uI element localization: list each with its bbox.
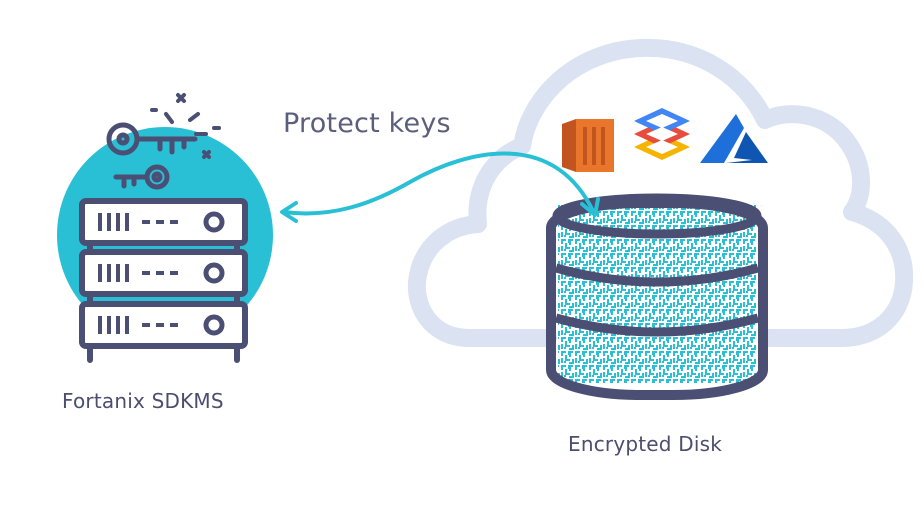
key-manager-label: Fortanix SDKMS (62, 389, 224, 413)
key-icon (106, 122, 198, 190)
storage-label: Encrypted Disk (568, 432, 723, 456)
server-rack-icon (79, 198, 248, 363)
sparkle-icon (150, 93, 221, 159)
connection-label: Protect keys (283, 108, 451, 139)
aws-logo-icon (562, 119, 614, 172)
google-cloud-logo-icon (634, 108, 690, 160)
azure-logo-icon (700, 114, 768, 163)
cloud-icon (407, 38, 914, 347)
encrypted-disk-icon (546, 193, 768, 400)
protect-keys-arrow (280, 151, 600, 223)
